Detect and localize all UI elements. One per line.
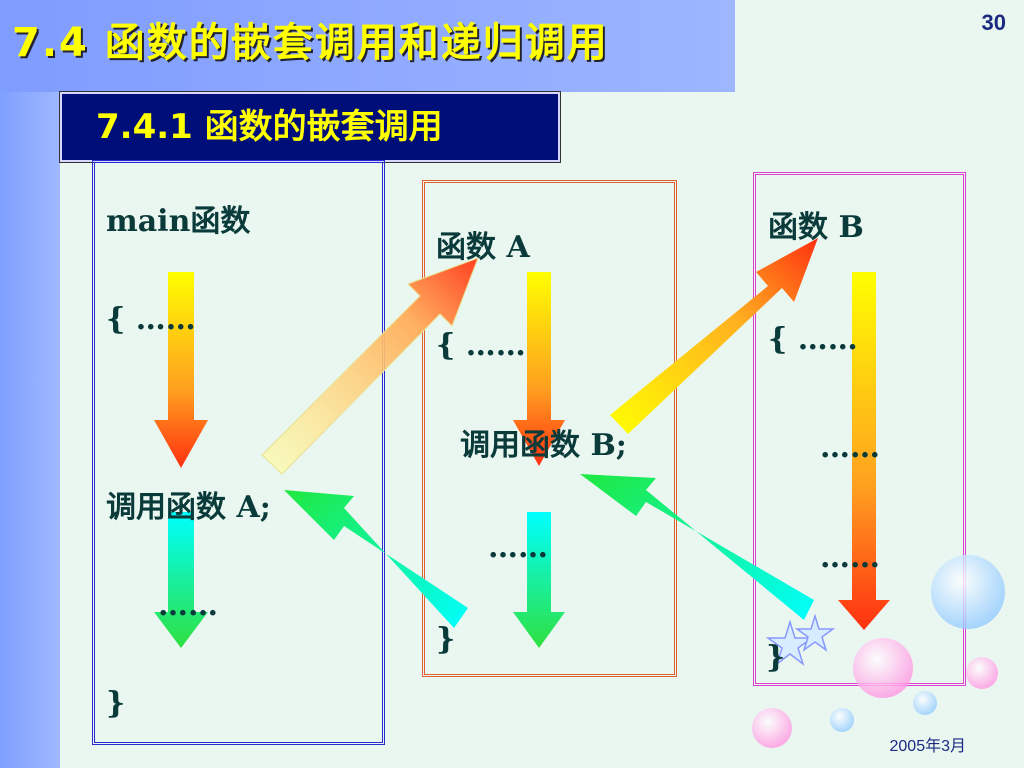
main-dots: …… (158, 588, 218, 623)
call-a-arrow (261, 257, 479, 475)
a-down-arrow-2 (513, 512, 565, 648)
main-down-arrow-1 (154, 272, 208, 468)
main-down-arrow-2 (154, 512, 208, 648)
main-function-box (92, 160, 385, 745)
bubble-decor (853, 638, 913, 698)
function-a-box (422, 180, 677, 677)
return-b-arrow (580, 474, 814, 620)
bubble-decor (966, 657, 998, 689)
bubble-decor (752, 708, 792, 748)
main-call-a: 调用函数 A; (106, 490, 271, 525)
left-decor-band (0, 0, 60, 768)
b-down-arrow (838, 272, 890, 630)
bubble-decor (931, 555, 1005, 629)
a-open: { …… (436, 328, 526, 363)
slide-title: 7.4 函数的嵌套调用和递归调用 (12, 20, 609, 66)
main-func-name: main函数 (106, 204, 251, 239)
star-icon (765, 613, 836, 667)
b-open: { …… (768, 322, 858, 357)
b-close: } (766, 640, 786, 675)
a-dots: …… (488, 530, 548, 565)
b-dots-1: …… (820, 430, 880, 465)
call-b-arrow (610, 238, 818, 434)
a-down-arrow-1 (513, 272, 565, 466)
footer-date: 2005年3月 (889, 738, 967, 755)
section-subtitle: 7.4.1 函数的嵌套调用 (59, 91, 561, 163)
return-a-arrow (284, 490, 468, 628)
b-dots-2: …… (820, 540, 880, 575)
a-func-name: 函数 A (436, 230, 530, 265)
bubble-decor (913, 691, 937, 715)
bubble-decor (830, 708, 854, 732)
page-number: 30 (981, 10, 1006, 35)
a-call-b: 调用函数 B; (460, 428, 627, 463)
main-open: { …… (106, 302, 196, 337)
main-close: } (106, 686, 126, 721)
a-close: } (436, 622, 456, 657)
header-band (0, 0, 735, 92)
b-func-name: 函数 B (768, 210, 864, 245)
